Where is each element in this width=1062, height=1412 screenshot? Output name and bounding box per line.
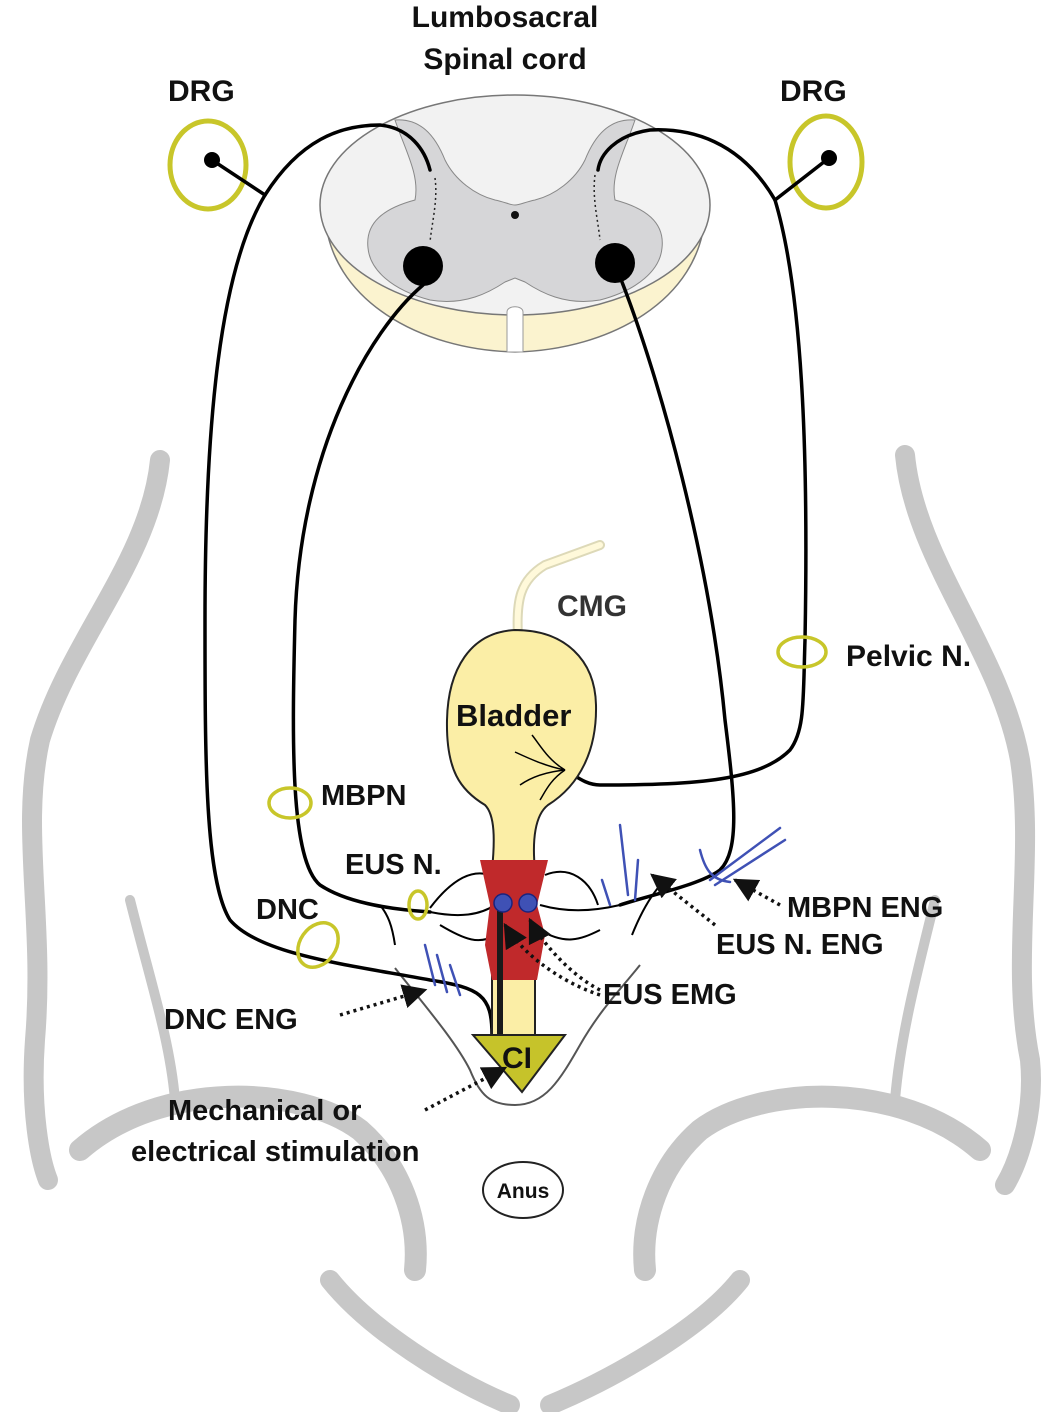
right-afferent-central <box>596 128 777 202</box>
clitoris-shape <box>470 1034 568 1094</box>
eus-emg-arrow-1 <box>528 917 601 992</box>
right-efferent <box>618 280 736 907</box>
stimulation-label-line2: electrical stimulation <box>131 1136 420 1168</box>
left-afferent-to-dnc <box>203 193 494 1037</box>
eus-emg-label: EUS EMG <box>603 979 737 1011</box>
dnc-electrode <box>296 921 340 969</box>
cmg-catheter-core <box>514 542 603 639</box>
drg-right-label: DRG <box>780 75 847 108</box>
left-efferent <box>291 283 432 914</box>
left-motor-neuron <box>403 246 443 286</box>
right-pelvic-arc <box>633 1085 991 1281</box>
left-flank-outline <box>22 450 170 1190</box>
eus-electrode-right <box>518 893 538 913</box>
right-motor-neuron <box>595 243 635 283</box>
eus-branch-right-lower <box>539 929 601 941</box>
right-leg-inner <box>540 1270 750 1412</box>
pointer-arrows <box>339 873 781 1112</box>
eus-electrode-left <box>493 893 513 913</box>
ci-label: CI <box>502 1042 532 1075</box>
eus-branch-right-mid <box>539 904 621 912</box>
pelvic-n-label: Pelvic N. <box>846 640 971 673</box>
anus-label: Anus <box>497 1180 550 1203</box>
bladder-label: Bladder <box>456 698 571 733</box>
right-afferent-stem <box>773 156 831 202</box>
stimulation-label-line1: Mechanical or <box>168 1095 361 1127</box>
central-canal <box>511 211 519 219</box>
nerve-stub-left <box>379 904 396 946</box>
eus-n-eng-wire-3 <box>633 858 640 902</box>
dnc-eng-arrow <box>339 984 428 1017</box>
body-silhouette <box>22 445 1041 1412</box>
eus-n-electrode <box>407 889 429 921</box>
drg-left-ring <box>167 118 249 212</box>
dnc-eng-wire-1 <box>423 943 437 987</box>
mbpn-eng-arrow <box>732 878 781 907</box>
spinal-cord-title-line2: Spinal cord <box>423 43 586 76</box>
spinal-cord-title-line1: Lumbosacral <box>412 1 599 34</box>
left-hip-stroke <box>125 895 180 1105</box>
drg-right-ring <box>787 113 865 211</box>
nerve-pathways <box>203 123 831 1037</box>
mbpn-electrode <box>267 786 313 820</box>
perineum-outline <box>394 964 641 1107</box>
ventral-fissure <box>506 306 524 353</box>
spinal-cord-section <box>319 94 711 353</box>
stimulation-arrow <box>424 1066 508 1112</box>
dnc-eng-label: DNC ENG <box>164 1004 298 1036</box>
eus-n-label: EUS N. <box>345 849 442 881</box>
eus-branch-left-mid <box>429 904 496 917</box>
cmg-label: CMG <box>557 590 627 623</box>
left-leg-inner <box>320 1270 520 1412</box>
eng-wires <box>423 823 787 997</box>
gray-matter <box>367 119 663 302</box>
right-hip-stroke <box>890 895 940 1105</box>
right-flank-outline <box>895 445 1041 1195</box>
eus-branch-right-upper <box>544 870 599 906</box>
eus-n-eng-label: EUS N. ENG <box>716 929 884 961</box>
left-afferent-central <box>263 123 432 197</box>
mbpn-eng-wire-2 <box>708 826 782 882</box>
anus-oval <box>482 1161 564 1219</box>
right-afferent-pelvic <box>563 198 808 787</box>
mbpn-eng-wire-1 <box>698 848 732 884</box>
right-interneuron <box>593 174 601 241</box>
eus-emg-arrow-2 <box>503 922 601 997</box>
dnc-label: DNC <box>256 894 319 926</box>
mbpn-eng-label: MBPN ENG <box>787 892 943 924</box>
dnc-eng-wire-2 <box>435 953 449 994</box>
eus-n-eng-wire-2 <box>618 823 630 897</box>
drg-left-label: DRG <box>168 75 235 108</box>
mbpn-eng-wire-3 <box>713 838 787 887</box>
left-pelvic-arc <box>69 1085 427 1281</box>
pelvic-n-electrode <box>776 635 828 669</box>
left-afferent-stem <box>210 158 267 197</box>
eus-n-eng-wire-1 <box>600 878 612 907</box>
mbpn-label: MBPN <box>321 780 406 812</box>
left-interneuron <box>429 177 437 243</box>
bladder-nerve-fibers <box>514 734 566 801</box>
dnc-eng-wire-3 <box>448 963 462 997</box>
